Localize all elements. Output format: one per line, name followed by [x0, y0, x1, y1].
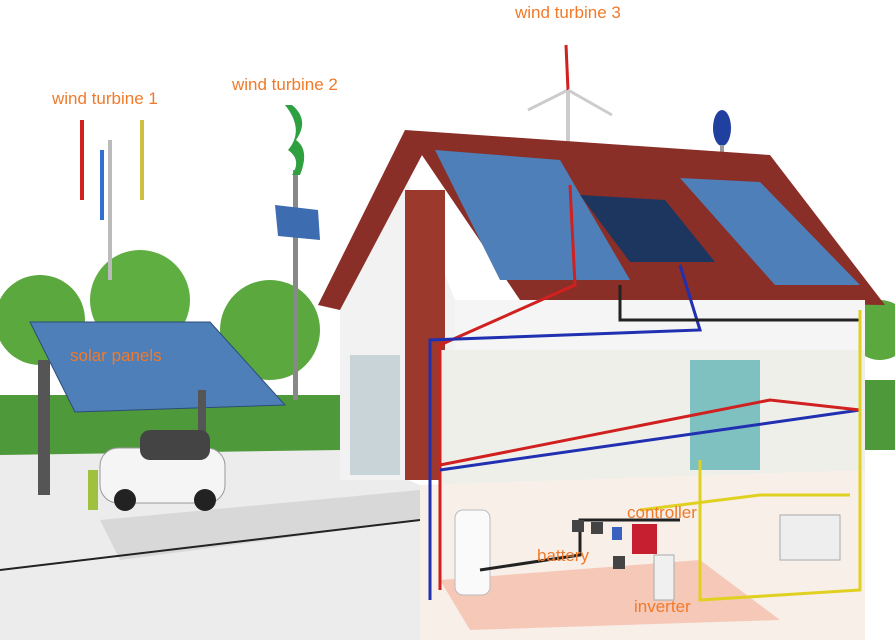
equipment: [572, 520, 675, 601]
battery-box: [613, 556, 625, 569]
roof-solar-panels: [435, 150, 630, 280]
wind-turbine-1: [80, 120, 144, 280]
ground-cable: [0, 519, 421, 571]
electric-car: [88, 430, 226, 511]
label-wind-turbine-3: wind turbine 3: [515, 3, 621, 22]
solar-thermal-collector: [580, 195, 715, 262]
label-wind-turbine-1: wind turbine 1: [52, 89, 158, 108]
label-wind-turbine-2: wind turbine 2: [232, 75, 338, 94]
carport-solar-panels: [29, 321, 287, 495]
roof-solar-panels-right: [680, 178, 860, 285]
label-battery: battery: [537, 546, 589, 565]
pipes-and-cables: [428, 184, 862, 602]
inverter-box: [653, 554, 675, 601]
label-controller: controller: [627, 503, 697, 522]
driveway: [100, 490, 420, 560]
label-inverter: inverter: [634, 597, 691, 616]
label-solar-panels: solar panels: [70, 346, 162, 365]
wind-turbine-2: [275, 105, 320, 400]
controller-box: [632, 524, 657, 554]
brick-chimney-wall: [405, 190, 445, 480]
